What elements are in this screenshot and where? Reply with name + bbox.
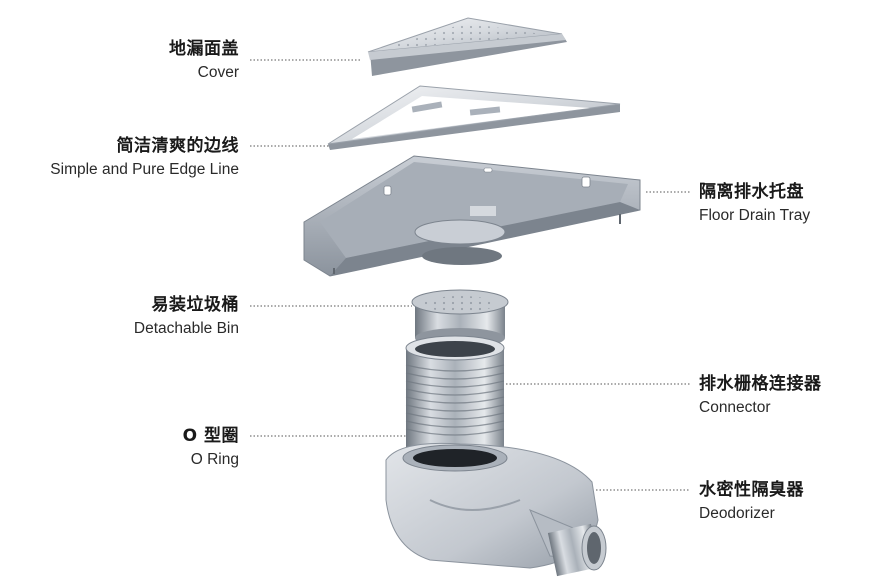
connector-part [405, 335, 505, 448]
label-bin: 易装垃圾桶 Detachable Bin [134, 295, 239, 339]
label-deodorizer: 水密性隔臭器 Deodorizer [699, 480, 804, 524]
label-connector-zh: 排水栅格连接器 [699, 374, 822, 394]
label-connector-en: Connector [699, 399, 771, 417]
deodorizer-part [385, 442, 607, 577]
label-tray-zh: 隔离排水托盘 [699, 182, 804, 202]
label-deodorizer-zh: 水密性隔臭器 [699, 480, 804, 500]
label-bin-zh: 易装垃圾桶 [151, 295, 239, 315]
label-edge-line-en: Simple and Pure Edge Line [50, 161, 239, 179]
label-cover: 地漏面盖 Cover [169, 39, 239, 83]
label-connector: 排水栅格连接器 Connector [699, 374, 822, 418]
label-deodorizer-en: Deodorizer [699, 505, 775, 523]
label-edge-line-zh: 简洁清爽的边线 [116, 136, 239, 156]
label-o-ring-zh: O 型圈 [182, 426, 239, 446]
label-bin-en: Detachable Bin [133, 320, 239, 338]
label-edge-line: 简洁清爽的边线 Simple and Pure Edge Line [50, 136, 239, 180]
label-cover-en: Cover [197, 64, 239, 82]
label-o-ring-en: O Ring [190, 451, 239, 469]
floor-drain-tray-part [303, 155, 641, 277]
label-tray: 隔离排水托盘 Floor Drain Tray [699, 182, 810, 226]
label-tray-en: Floor Drain Tray [699, 207, 811, 225]
cover-part [367, 17, 567, 76]
label-cover-zh: 地漏面盖 [169, 39, 239, 59]
label-o-ring: O 型圈 O Ring [183, 426, 239, 470]
edge-line-part [327, 85, 621, 150]
leader-lines [250, 59, 690, 491]
